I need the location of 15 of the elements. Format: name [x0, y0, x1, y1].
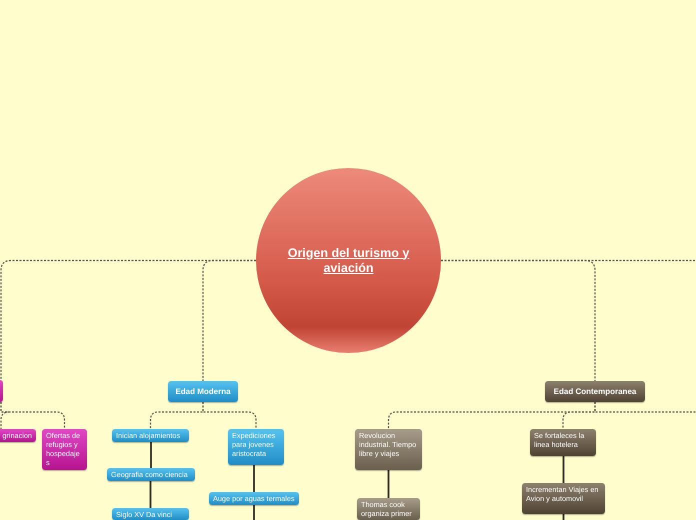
connector-line: [150, 442, 152, 468]
connector-line: [150, 481, 152, 508]
central-topic-circle: Origen del turismo y aviación: [256, 168, 441, 353]
topic-box: Edad Moderna: [168, 381, 238, 402]
connector-line: [594, 402, 696, 413]
connector-line: [202, 402, 257, 429]
connector-line: [253, 465, 255, 492]
topic-box: Edad Contemporanea: [545, 381, 645, 402]
connector-line: [253, 505, 255, 520]
connector-line: [562, 514, 564, 520]
connector-line: [562, 456, 564, 483]
connector-line: [441, 260, 696, 262]
connector-line: [202, 260, 256, 381]
connector-line: [0, 402, 66, 429]
connector-line: [388, 470, 390, 498]
